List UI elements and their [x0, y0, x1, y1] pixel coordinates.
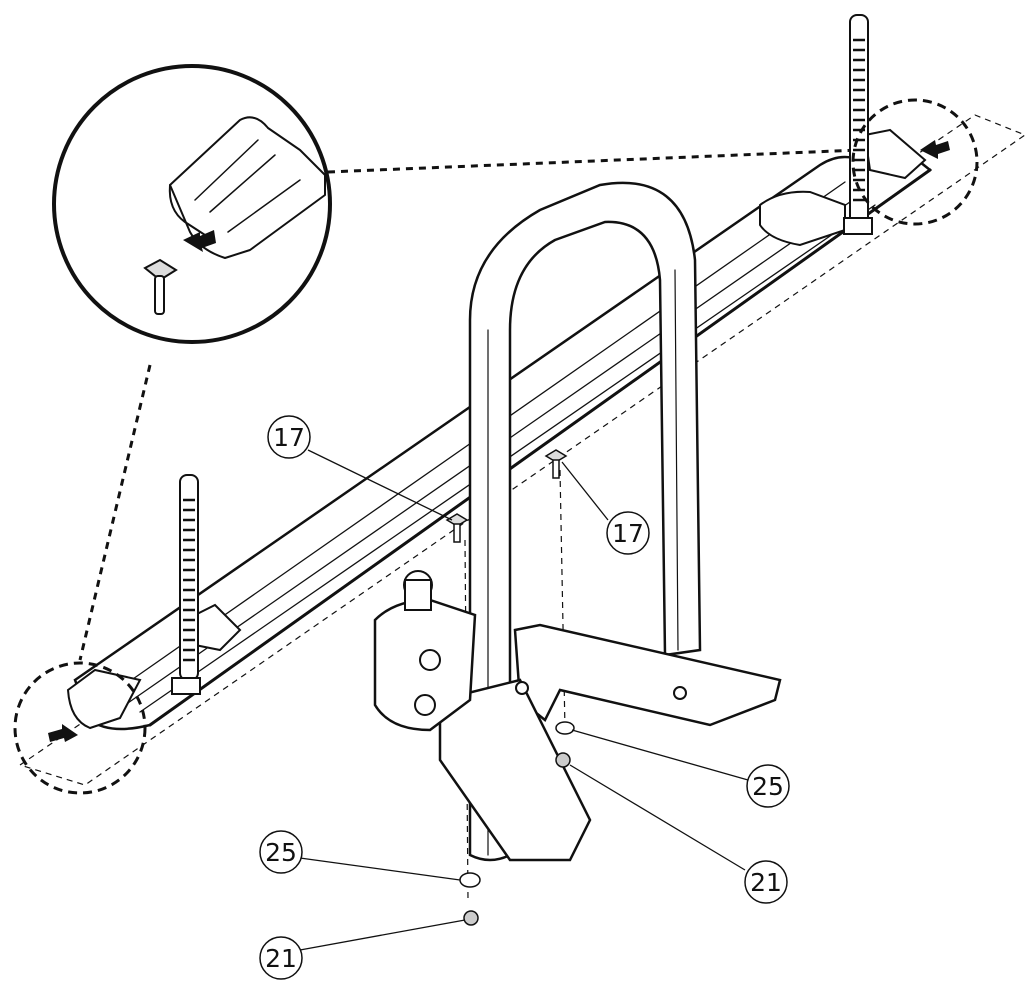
- svg-text:17: 17: [273, 423, 305, 452]
- nut-21-left: [463, 910, 479, 926]
- mounting-bracket: [373, 570, 782, 862]
- detail-circle-right: [851, 98, 979, 226]
- bolt-icon: [143, 258, 178, 315]
- bolt-17-right: [544, 449, 568, 479]
- callout-17-left: 17: [267, 415, 311, 459]
- insert-arrow-icon: [183, 230, 216, 252]
- callout-25-left: 25: [259, 830, 303, 874]
- detail-circle-left: [13, 661, 147, 795]
- washer-25-right: [555, 721, 575, 735]
- nut-21-right: [555, 752, 571, 768]
- strap-left: [171, 474, 201, 695]
- detail-inset: [52, 64, 332, 344]
- callout-21-right: 21: [744, 860, 788, 904]
- inset-leaders: [78, 148, 861, 661]
- callout-21-left: 21: [259, 936, 303, 980]
- callout-leaders: [299, 449, 749, 951]
- arrow-icon-left: [48, 724, 78, 742]
- svg-text:21: 21: [265, 944, 297, 973]
- bolt-17-left: [445, 513, 469, 543]
- svg-text:21: 21: [750, 868, 782, 897]
- callout-25-right: 25: [746, 764, 790, 808]
- svg-text:25: 25: [752, 772, 784, 801]
- callout-17-right: 17: [606, 511, 650, 555]
- svg-text:25: 25: [265, 838, 297, 867]
- washer-25-left: [459, 872, 481, 888]
- arrow-icon-right: [920, 140, 950, 159]
- svg-text:17: 17: [612, 519, 644, 548]
